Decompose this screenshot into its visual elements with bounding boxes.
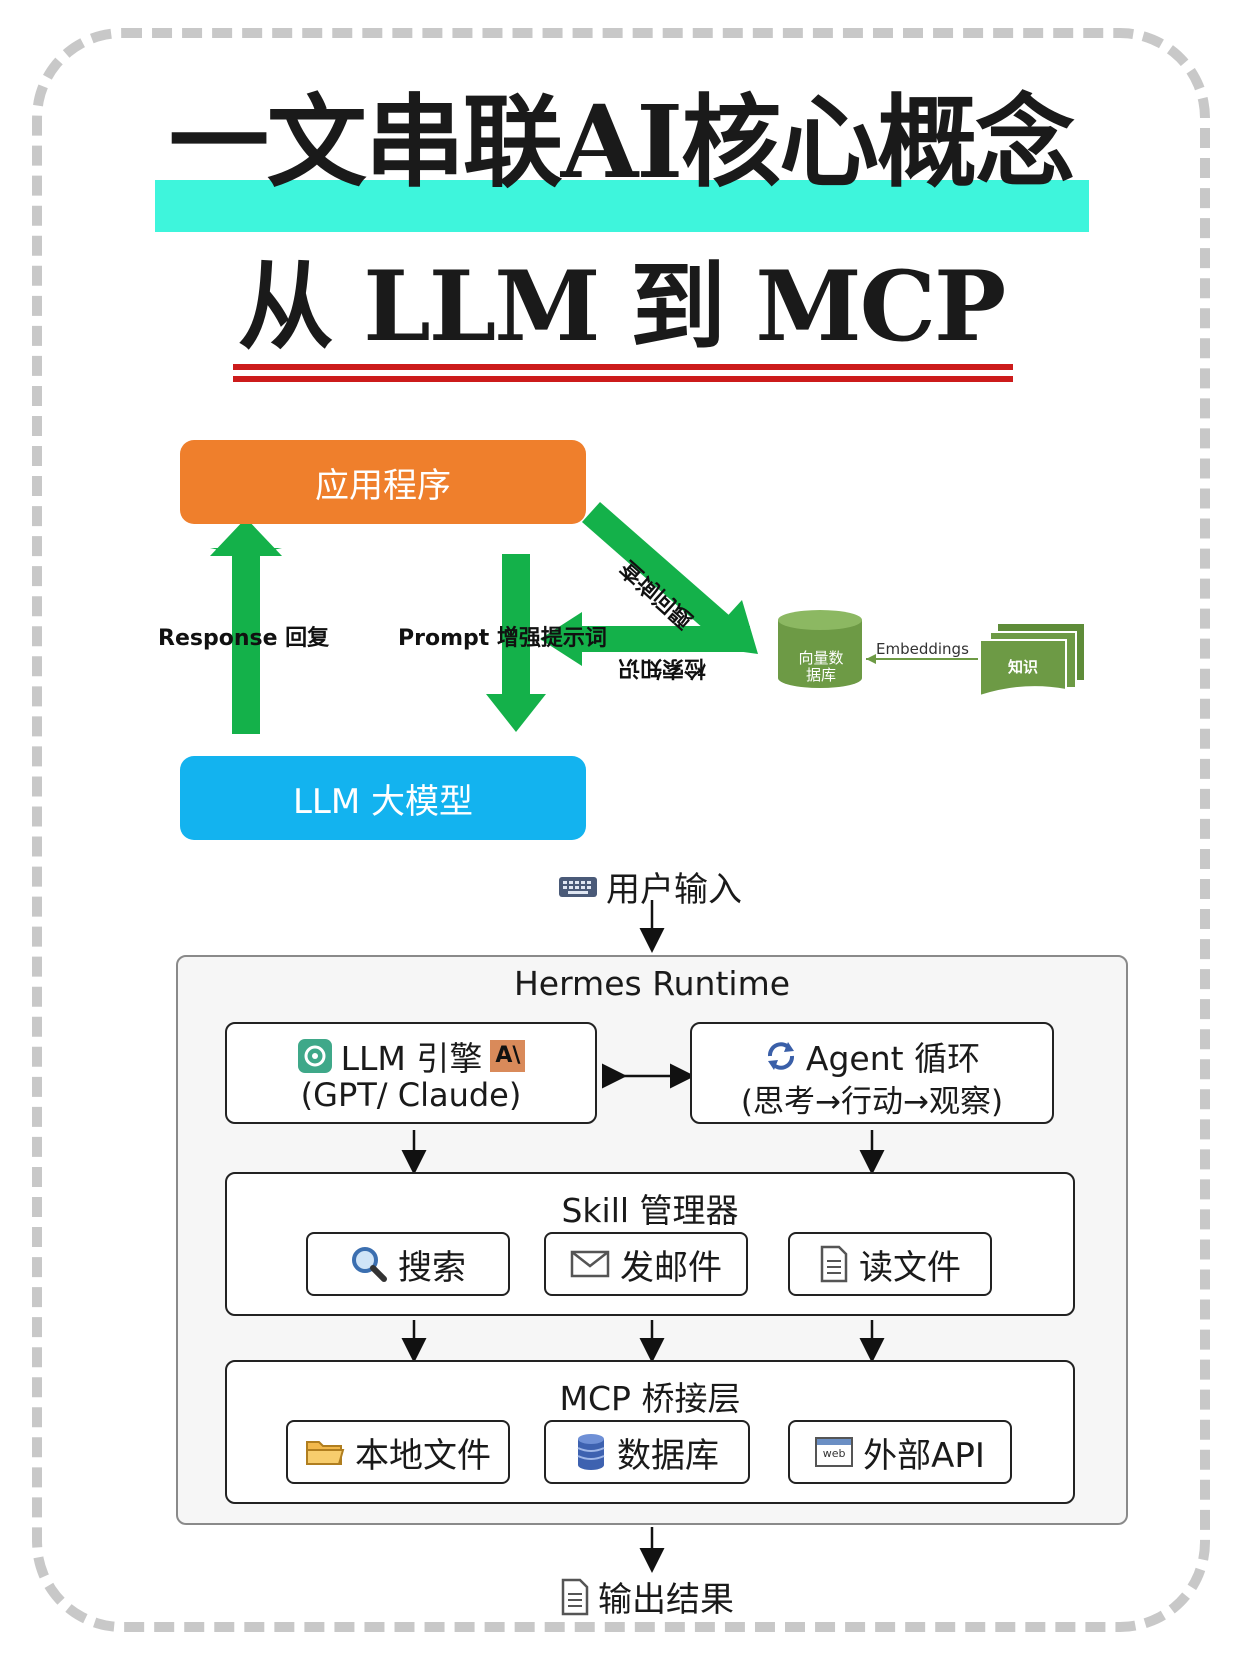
retrieve-arrow — [580, 626, 750, 652]
skill-search: 搜索 — [306, 1232, 510, 1296]
llm-engine-sub: (GPT/ Claude) — [300, 1076, 522, 1114]
response-label: Response 回复 — [158, 626, 330, 651]
subtitle-underline-top — [233, 364, 1013, 370]
query-arrow — [582, 502, 730, 636]
anthropic-icon: A\ — [490, 1040, 526, 1072]
mcp-external-api: web 外部API — [788, 1420, 1012, 1484]
page-subtitle: 从 LLM 到 MCP — [237, 250, 1006, 363]
openai-icon — [297, 1039, 332, 1073]
vector-db-icon — [778, 610, 862, 688]
web-icon: web — [815, 1437, 854, 1467]
knowledge-docs-icon — [979, 624, 1084, 698]
refresh-icon — [767, 1042, 794, 1070]
envelope-icon — [570, 1250, 610, 1278]
rag-arrows — [210, 502, 1084, 734]
knowledge-label: 知识 — [1007, 658, 1038, 676]
subtitle-underline-bottom — [233, 376, 1013, 382]
runtime-title: Hermes Runtime — [513, 964, 791, 1003]
llm-engine-box: LLM 引擎 A\ (GPT/ Claude) — [225, 1022, 597, 1124]
document-icon — [561, 1578, 589, 1615]
response-arrow-head — [210, 518, 282, 556]
skill-manager-title: Skill 管理器 — [561, 1191, 739, 1230]
vector-db-label: 向量数据库 — [798, 649, 844, 684]
output-label: 输出结果 — [560, 1572, 734, 1621]
mcp-bridge-title: MCP 桥接层 — [559, 1379, 741, 1418]
skill-read-file: 读文件 — [788, 1232, 992, 1296]
search-icon — [352, 1247, 387, 1282]
mcp-local-files: 本地文件 — [286, 1420, 510, 1484]
title-highlight — [155, 180, 1089, 232]
llm-box: LLM 大模型 — [180, 756, 586, 840]
keyboard-icon — [559, 876, 597, 897]
page-title: 一文串联AI核心概念 — [168, 83, 1075, 201]
response-arrow — [210, 548, 282, 734]
skill-send-email: 发邮件 — [544, 1232, 748, 1296]
document-icon — [820, 1245, 848, 1283]
prompt-label: Prompt 增强提示词 — [398, 626, 607, 651]
folder-icon — [306, 1441, 345, 1465]
app-box: 应用程序 — [180, 440, 586, 524]
mcp-database: 数据库 — [544, 1420, 750, 1484]
dashed-frame — [32, 28, 1210, 1632]
database-icon — [577, 1434, 605, 1470]
agent-loop-sub: (思考→行动→观察) — [740, 1084, 1004, 1120]
user-input-label: 用户输入 — [558, 862, 742, 911]
prompt-arrow-head — [486, 694, 546, 732]
retrieve-arrow-head — [540, 612, 582, 666]
agent-loop-box: Agent 循环 (思考→行动→观察) — [690, 1022, 1054, 1124]
prompt-arrow — [502, 554, 530, 696]
embeddings-label: Embeddings — [876, 640, 969, 658]
